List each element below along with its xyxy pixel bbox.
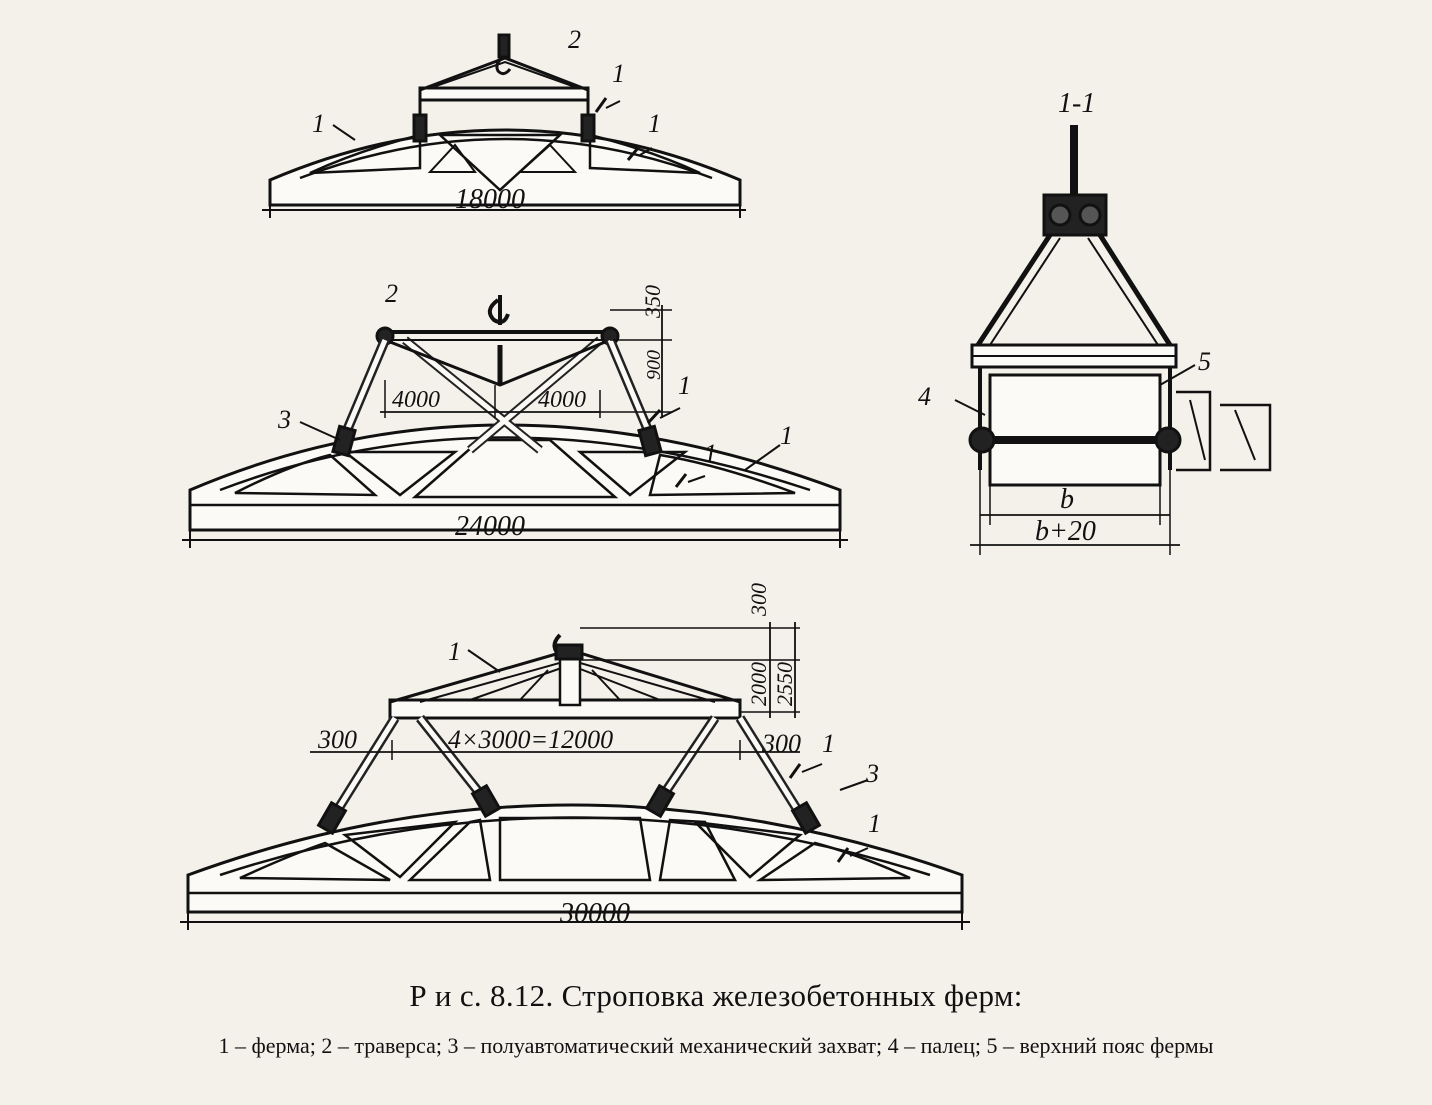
truss-outline: [268, 128, 742, 207]
dim-left-4000: 4000: [392, 387, 440, 413]
dim-height-900: 900: [643, 350, 665, 380]
label-truss-b: 1: [780, 421, 793, 450]
span-label-30000: 30000: [559, 898, 630, 929]
crane-hook-icon: [552, 633, 584, 661]
span-label-18000: 18000: [455, 184, 525, 215]
dim-right-300: 300: [761, 729, 801, 758]
dim-right-4000: 4000: [538, 387, 586, 413]
label-section-top-c: 1: [822, 729, 835, 758]
truss-outline: [186, 803, 964, 914]
label-traverse-a: 2: [568, 25, 581, 54]
truss-diagram-18000: [262, 33, 746, 218]
label-finger: 4: [918, 382, 931, 411]
truss-diagram-30000: [180, 622, 970, 930]
label-traverse-b: 2: [385, 279, 398, 308]
label-section-top-a: 1: [612, 59, 625, 88]
label-section-bottom-b: 1: [704, 439, 717, 468]
label-grip-c: 3: [865, 759, 879, 788]
crane-hook-icon: [487, 295, 510, 325]
truss-upper-chord: [988, 373, 1162, 487]
label-section-top-b: 1: [678, 371, 691, 400]
dim-b-plus-20: b+20: [1035, 516, 1096, 547]
dim-middle-12000: 4×3000=12000: [448, 725, 613, 754]
dim-height-2000: 2000: [746, 662, 771, 706]
label-upper-chord: 5: [1198, 347, 1211, 376]
figure-caption-title: Р и с. 8.12. Строповка железобетонных фе…: [409, 978, 1023, 1013]
crane-hook-icon: [495, 33, 512, 76]
label-truss-a: 1: [312, 109, 325, 138]
dim-b: b: [1060, 484, 1074, 515]
span-label-24000: 24000: [455, 511, 525, 542]
dim-height-2550: 2550: [772, 662, 797, 706]
section-title: 1-1: [1058, 88, 1095, 119]
section-1-1-diagram: [954, 125, 1272, 555]
figure-caption-legend: 1 – ферма; 2 – траверса; 3 – полуавтомат…: [218, 1033, 1214, 1058]
dim-height-350: 350: [640, 285, 665, 319]
label-truss-c: 1: [448, 637, 461, 666]
label-section-bottom-c: 1: [868, 809, 881, 838]
truss-diagram-24000: [182, 295, 848, 548]
traverse-beam: [418, 86, 590, 102]
label-section-bottom-a: 1: [648, 109, 661, 138]
dim-height-300: 300: [746, 583, 771, 617]
label-grip-b: 3: [277, 405, 291, 434]
dim-left-300: 300: [317, 725, 357, 754]
